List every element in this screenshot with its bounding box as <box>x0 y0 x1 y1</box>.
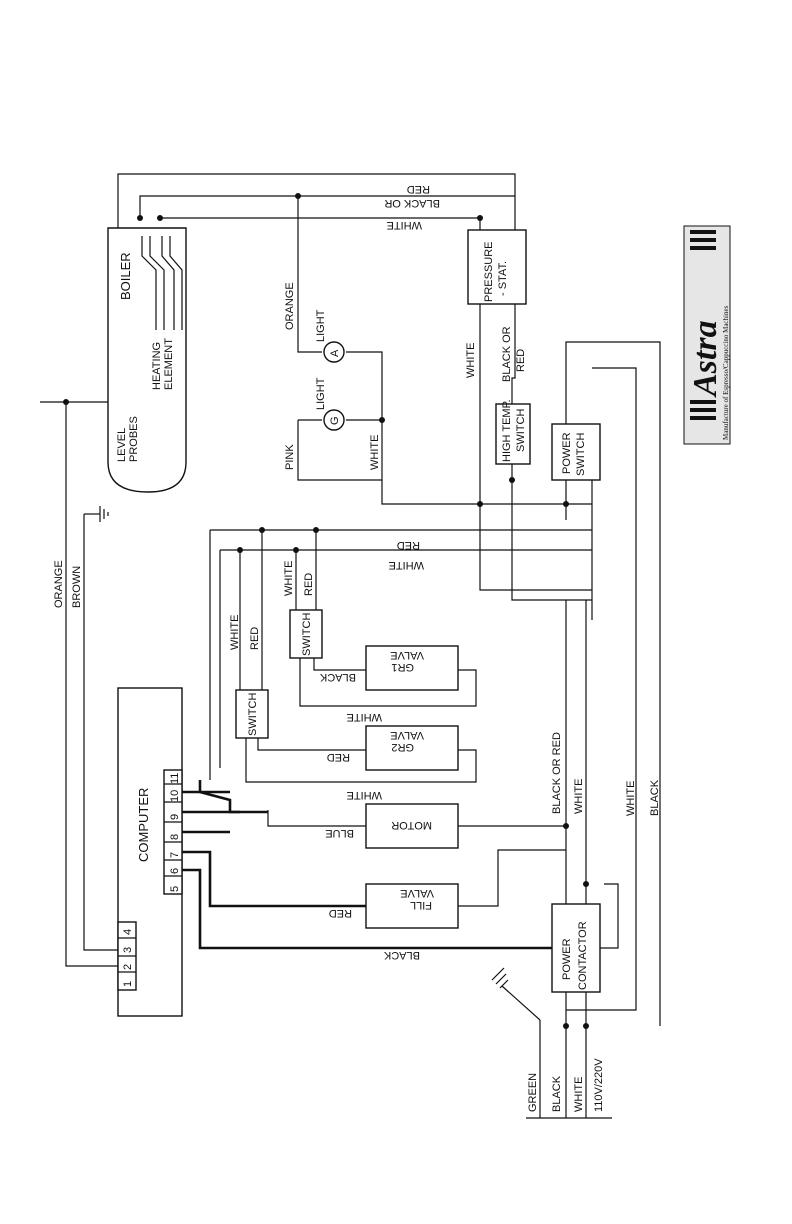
wire-label-black-or-pstat: BLACK OR <box>501 326 513 382</box>
gr2-valve-label-2: VALVE <box>390 729 424 741</box>
terminal-3: 3 <box>122 947 134 953</box>
fill-valve-label-1: FILL <box>410 899 432 911</box>
pressurestat: PRESSURE - STAT. <box>467 229 527 305</box>
wire-label-black-far: BLACK <box>649 779 661 816</box>
computer: COMPUTER 5 6 7 8 9 10 11 1 2 3 4 <box>117 687 183 1017</box>
pressurestat-label-1: PRESSURE <box>483 241 495 302</box>
gr2-valve: GR2 VALVE <box>365 725 459 771</box>
wire-label-white-pstat: WHITE <box>465 343 477 378</box>
boiler: BOILER HEATING ELEMENT LEVEL PROBES <box>107 227 187 493</box>
light-a: A LIGHT <box>315 309 345 363</box>
high-temp-label-1: HIGH TEMP. <box>501 399 513 462</box>
gr2-valve-label-1: GR2 <box>391 741 414 753</box>
switch-gr2-label: SWITCH <box>247 693 259 736</box>
wire-label-orange-left: ORANGE <box>53 560 65 608</box>
motor: MOTOR <box>365 803 459 849</box>
wire-label-black-supply: BLACK <box>551 1075 563 1112</box>
gr1-valve-label-1: GR1 <box>391 661 414 673</box>
level-probes-label-1: LEVEL <box>116 428 128 462</box>
terminal-8: 8 <box>169 834 181 840</box>
high-temp-switch: HIGH TEMP. SWITCH <box>495 399 531 465</box>
wire-label-black-gr1: BLACK <box>319 671 356 683</box>
wire-label-black-or-top: BLACK OR <box>384 197 440 209</box>
heating-element-label-1: HEATING <box>151 342 163 390</box>
terminal-10: 10 <box>169 790 181 802</box>
astra-logo: Astra Manufacture of Espresso/Cappuccino… <box>683 225 731 445</box>
wire-label-brown: BROWN <box>71 566 83 608</box>
fill-valve: FILL VALVE <box>365 883 459 929</box>
ground-symbol <box>99 506 109 522</box>
junction-dots <box>63 193 589 1029</box>
wire-label-white-light: WHITE <box>369 435 381 470</box>
switch-gr2: SWITCH <box>235 689 269 739</box>
boiler-label: BOILER <box>118 252 133 300</box>
wire-label-red-sw1: RED <box>303 573 315 596</box>
terminal-6: 6 <box>169 868 181 874</box>
wire-label-white-gr1: WHITE <box>347 711 382 723</box>
light-g-label: LIGHT <box>315 377 327 410</box>
gr1-valve: GR1 VALVE <box>365 645 459 691</box>
wire-label-white-top: WHITE <box>387 219 422 231</box>
power-contactor: POWER CONTACTOR <box>551 903 601 993</box>
switch-gr1-label: SWITCH <box>301 613 313 656</box>
light-a-symbol: A <box>329 349 341 357</box>
wire-label-white-supply: WHITE <box>573 1077 585 1112</box>
terminal-7: 7 <box>169 852 181 858</box>
wire-label-white-sw2: WHITE <box>229 615 241 650</box>
terminal-5: 5 <box>169 886 181 892</box>
wire-label-red-fill: RED <box>329 907 352 919</box>
wire-label-white-sw1: WHITE <box>283 561 295 596</box>
power-switch-label-1: POWER <box>561 432 573 474</box>
light-a-label: LIGHT <box>315 309 327 342</box>
terminal-1: 1 <box>122 981 134 987</box>
astra-logo-tagline: Manufacture of Espresso/Cappuccino Machi… <box>722 305 730 440</box>
heating-element-label-2: ELEMENT <box>163 338 175 390</box>
wire-label-red-bus: RED <box>397 539 420 551</box>
wire-label-white-gr2: WHITE <box>347 789 382 801</box>
wire-label-red-pstat: RED <box>515 349 527 372</box>
wire-label-white-far: WHITE <box>625 781 637 816</box>
terminal-4: 4 <box>122 929 134 935</box>
motor-label: MOTOR <box>391 819 432 831</box>
computer-label: COMPUTER <box>136 788 151 862</box>
gr1-valve-label-2: VALVE <box>390 649 424 661</box>
wire-label-red-sw2: RED <box>249 627 261 650</box>
power-contactor-label-1: POWER <box>561 938 573 980</box>
terminal-9: 9 <box>169 814 181 820</box>
astra-logo-name: Astra <box>687 320 724 398</box>
fill-valve-label-2: VALVE <box>400 887 434 899</box>
level-probes-label-2: PROBES <box>128 416 140 462</box>
wire-labels: RED BLACK OR WHITE ORANGE PINK WHITE WHI… <box>53 183 661 1112</box>
computer-terminals-bottom: 1 2 3 4 <box>118 929 136 987</box>
wire-label-red-gr2: RED <box>327 751 350 763</box>
power-switch: POWER SWITCH <box>551 423 601 481</box>
wire-label-blue: BLUE <box>325 827 354 839</box>
wire-label-voltage: 110V/220V <box>593 1058 605 1112</box>
power-switch-label-2: SWITCH <box>575 433 587 476</box>
ground-symbol-main <box>491 967 509 989</box>
terminal-11: 11 <box>169 773 181 784</box>
light-g: G LIGHT <box>315 377 345 431</box>
pressurestat-label-2: - STAT. <box>497 261 509 296</box>
wire-label-green: GREEN <box>527 1073 539 1112</box>
light-g-symbol: G <box>329 416 341 425</box>
wire-label-white-right: WHITE <box>573 779 585 814</box>
astra-logo-stripes <box>690 230 716 420</box>
wire-label-black-bottom: BLACK <box>383 949 420 961</box>
computer-terminals-top: 5 6 7 8 9 10 11 <box>164 773 182 892</box>
switch-gr1: SWITCH <box>289 609 323 659</box>
wire-label-black-or-red: BLACK OR RED <box>551 732 563 814</box>
wire-label-white-bus: WHITE <box>389 559 424 571</box>
wire-label-pink: PINK <box>284 444 296 470</box>
power-contactor-label-2: CONTACTOR <box>577 921 589 990</box>
wire-label-red-top: RED <box>407 183 430 195</box>
terminal-2: 2 <box>122 964 134 970</box>
high-temp-label-2: SWITCH <box>515 409 527 452</box>
wire-label-orange-light: ORANGE <box>284 282 296 330</box>
